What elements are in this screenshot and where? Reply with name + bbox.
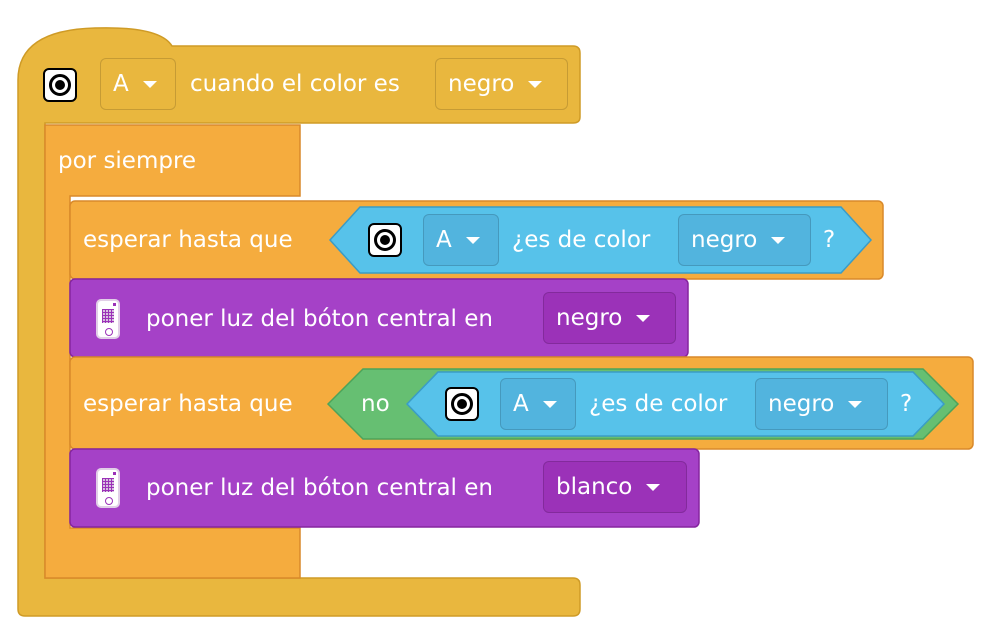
- color-sensor-icon: [445, 387, 479, 421]
- port-value: A: [113, 71, 129, 97]
- color-value: blanco: [556, 474, 633, 500]
- forever-block[interactable]: [44, 124, 301, 579]
- wait-label: esperar hasta que: [83, 227, 293, 253]
- port-dropdown[interactable]: A: [423, 214, 499, 266]
- color-dropdown[interactable]: negro: [678, 214, 811, 266]
- port-value: A: [436, 227, 452, 253]
- question-mark: ?: [900, 391, 913, 417]
- question-mark: ?: [823, 227, 836, 253]
- condition-label: ¿es de color: [589, 391, 728, 417]
- not-label: no: [361, 391, 390, 417]
- chevron-down-icon: [636, 314, 651, 322]
- color-value: negro: [768, 391, 835, 417]
- color-sensor-icon: [43, 68, 77, 102]
- port-value: A: [513, 391, 529, 417]
- event-label: cuando el color es: [190, 71, 400, 97]
- chevron-down-icon: [142, 80, 157, 88]
- hub-icon: [96, 299, 120, 339]
- chevron-down-icon: [542, 400, 557, 408]
- condition-label: ¿es de color: [512, 227, 651, 253]
- light-label: poner luz del bóton central en: [146, 475, 493, 501]
- color-dropdown[interactable]: negro: [543, 292, 676, 344]
- forever-label: por siempre: [58, 148, 197, 174]
- chevron-down-icon: [646, 483, 661, 491]
- light-label: poner luz del bóton central en: [146, 306, 493, 332]
- chevron-down-icon: [465, 236, 480, 244]
- color-dropdown[interactable]: negro: [755, 378, 888, 430]
- wait-label: esperar hasta que: [83, 391, 293, 417]
- set-center-light-block-2[interactable]: [69, 448, 700, 528]
- port-dropdown[interactable]: A: [100, 58, 176, 110]
- color-value: negro: [448, 71, 515, 97]
- color-dropdown[interactable]: negro: [435, 58, 568, 110]
- port-dropdown[interactable]: A: [500, 378, 576, 430]
- hub-icon: [96, 468, 120, 508]
- chevron-down-icon: [848, 400, 863, 408]
- color-value: negro: [691, 227, 758, 253]
- chevron-down-icon: [771, 236, 786, 244]
- color-sensor-icon: [368, 223, 402, 257]
- chevron-down-icon: [528, 80, 543, 88]
- color-value: negro: [556, 305, 623, 331]
- color-dropdown[interactable]: blanco: [543, 461, 687, 513]
